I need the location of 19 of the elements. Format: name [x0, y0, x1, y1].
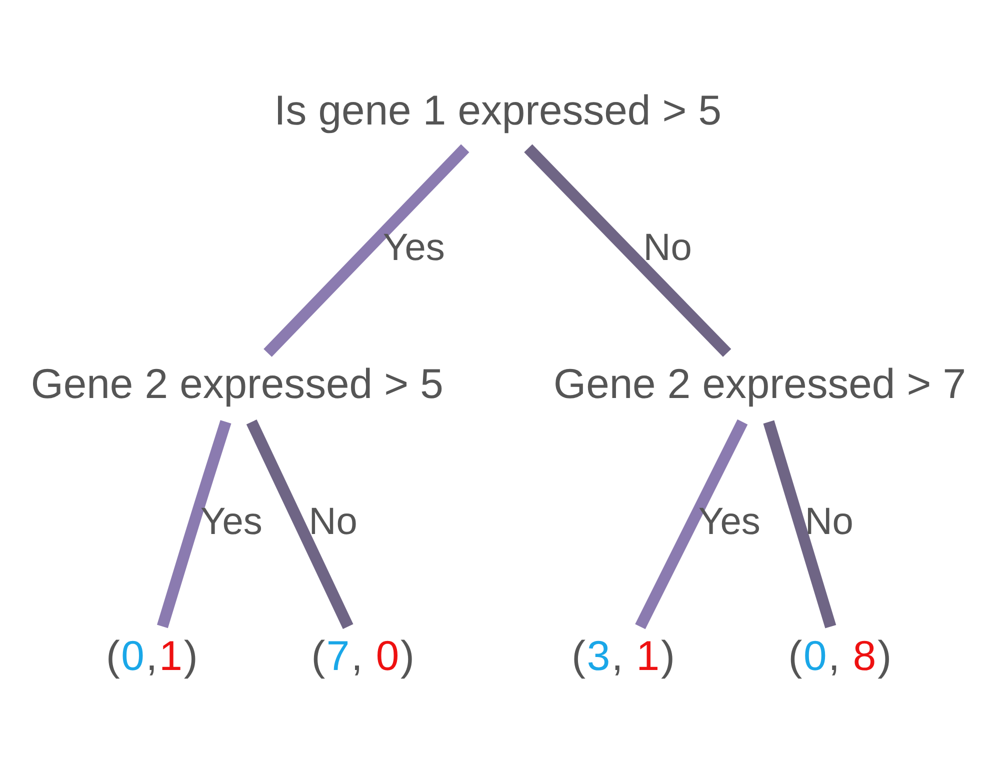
- connector: [156, 420, 232, 628]
- edge-label: No: [643, 226, 692, 269]
- edge-label: No: [804, 500, 854, 542]
- edge-label: Yes: [200, 500, 262, 542]
- edge-label: No: [308, 500, 358, 542]
- node-text: Gene 2 expressed > 5: [30, 360, 444, 407]
- edge-label: Yes: [382, 226, 445, 269]
- node-text: (3, 1): [572, 631, 675, 678]
- node-text: Is gene 1 expressed > 5: [274, 86, 722, 133]
- node-text: (0, 8): [788, 631, 892, 678]
- connector: [524, 144, 732, 356]
- edge-label: Yes: [698, 500, 760, 542]
- connector: [635, 418, 748, 629]
- node-text: (7, 0): [311, 631, 414, 678]
- connector: [763, 420, 836, 628]
- connector: [246, 419, 354, 629]
- node-text: (0,1): [106, 631, 198, 678]
- connector: [264, 144, 470, 356]
- node-text: Gene 2 expressed > 7: [554, 360, 966, 407]
